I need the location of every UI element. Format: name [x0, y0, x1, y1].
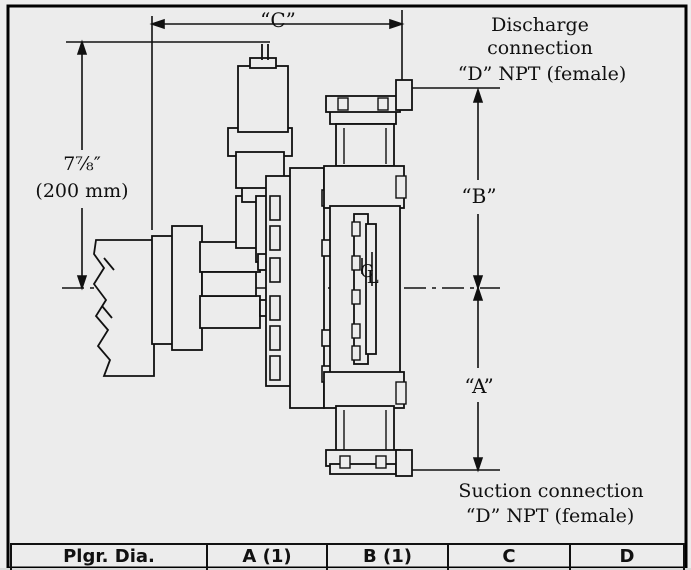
- label-discharge-1: Discharge: [491, 14, 589, 36]
- label-a-dimension: “A”: [464, 374, 494, 398]
- manifold-nuts: [337, 97, 407, 469]
- label-centerline: CL: [360, 261, 379, 288]
- label-c-dimension: “C”: [260, 8, 296, 32]
- connection-ports: [395, 79, 413, 477]
- flange-bolts: [269, 189, 333, 383]
- outer-border: [6, 4, 688, 568]
- manifold-stack: [323, 95, 405, 475]
- table-header-d: D: [569, 545, 685, 570]
- table-header-b: B (1): [326, 545, 447, 570]
- label-b-dimension: “B”: [461, 184, 497, 208]
- label-height-mm: (200 mm): [35, 180, 129, 202]
- table-header-a: A (1): [206, 545, 326, 570]
- label-suction-1: Suction connection: [458, 480, 644, 502]
- table-header-plunger-diameter: Plgr. Dia.: [10, 545, 206, 570]
- dimension-b-a-line: [404, 87, 500, 473]
- pipe-break: [92, 239, 155, 377]
- table-header-c: C: [447, 545, 569, 570]
- label-discharge-2: connection: [487, 37, 593, 59]
- plunger-body: [151, 44, 325, 409]
- dimension-table-header: Plgr. Dia. A (1) B (1) C D: [10, 543, 685, 570]
- dimension-height-line: [66, 39, 270, 291]
- centerline-l-glyph: L: [366, 267, 379, 288]
- label-height-inches: 7⅞″: [63, 153, 101, 175]
- centerline-symbol: [361, 252, 373, 286]
- dimension-c-line: [149, 10, 405, 230]
- label-discharge-3: “D” NPT (female): [457, 63, 627, 85]
- centerline-c-glyph: C: [360, 261, 374, 282]
- label-suction-2: “D” NPT (female): [465, 505, 635, 527]
